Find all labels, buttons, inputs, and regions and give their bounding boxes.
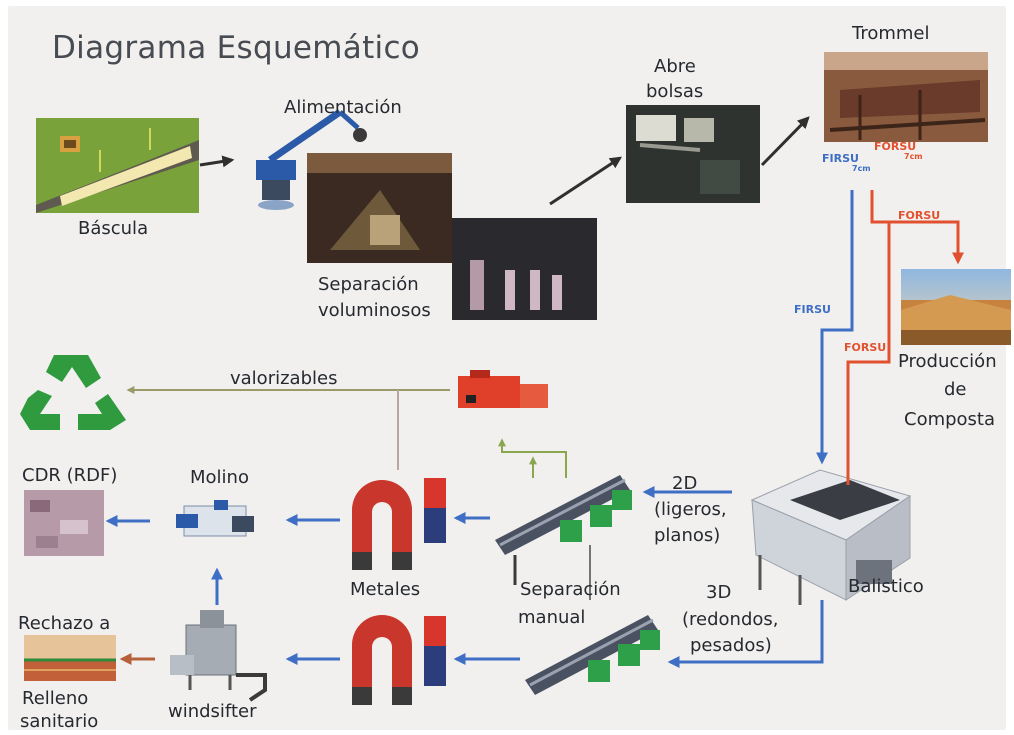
- label-rechazo: Rechazo a: [18, 613, 111, 634]
- label-redondos: (redondos,: [682, 609, 779, 630]
- label-metales: Metales: [350, 579, 421, 600]
- label-bolsas: bolsas: [646, 81, 704, 102]
- label-separacion-1: Separación: [318, 274, 419, 295]
- label-2d: 2D: [672, 473, 698, 494]
- label-cdr: CDR (RDF): [22, 465, 118, 486]
- label-sanitario: sanitario: [20, 711, 99, 732]
- label-separacion-manual-1: Separación: [520, 579, 621, 600]
- label-produccion: Producción: [898, 351, 997, 372]
- label-windsifter: windsifter: [168, 701, 257, 722]
- separacion-image: [307, 153, 597, 320]
- label-alimentacion: Alimentación: [284, 97, 402, 118]
- label-valorizables: valorizables: [230, 368, 338, 389]
- label-separacion-manual-2: manual: [518, 607, 586, 628]
- label-3d: 3D: [706, 582, 732, 603]
- label-trommel: Trommel: [852, 23, 930, 44]
- label-abre: Abre: [654, 56, 696, 77]
- conveyor-upper: [495, 475, 632, 585]
- label-composta: Composta: [904, 409, 996, 430]
- tag-forsu-unit: 7cm: [904, 152, 923, 161]
- magnet-lower: [352, 615, 446, 705]
- magnet-upper: [352, 478, 446, 570]
- tag-forsu-line: FORSU: [844, 341, 887, 354]
- tag-firsu-unit: 7cm: [852, 164, 871, 173]
- label-relleno: Relleno: [22, 688, 89, 709]
- crane-image: [256, 109, 367, 210]
- tag-firsu-trommel: FIRSU: [822, 152, 859, 165]
- conveyor-lower: [525, 615, 660, 695]
- trommel-image: [824, 52, 988, 142]
- label-planos: planos): [654, 525, 721, 546]
- tag-forsu-trommel: FORSU: [874, 140, 917, 153]
- label-molino: Molino: [190, 467, 249, 488]
- windsifter-image: [170, 610, 267, 702]
- baler-image: [458, 370, 548, 408]
- bascula-image: [36, 118, 199, 213]
- molino-image: [176, 500, 254, 537]
- relleno-image: [24, 635, 116, 681]
- recycle-logo: [20, 355, 126, 430]
- tag-firsu-line: FIRSU: [794, 303, 831, 316]
- label-pesados: pesados): [690, 635, 772, 656]
- label-de: de: [944, 379, 967, 400]
- label-balistico: Balistico: [848, 576, 924, 597]
- label-ligeros: (ligeros,: [654, 499, 727, 520]
- page-title: Diagrama Esquemático: [52, 30, 421, 66]
- label-bascula: Báscula: [78, 218, 149, 239]
- composta-image: [901, 269, 1011, 345]
- tag-forsu-branch: FORSU: [898, 209, 941, 222]
- label-separacion-2: voluminosos: [318, 300, 431, 321]
- balistico-image: [750, 469, 912, 605]
- abre-bolsas-image: [626, 105, 760, 203]
- cdr-image: [24, 490, 104, 556]
